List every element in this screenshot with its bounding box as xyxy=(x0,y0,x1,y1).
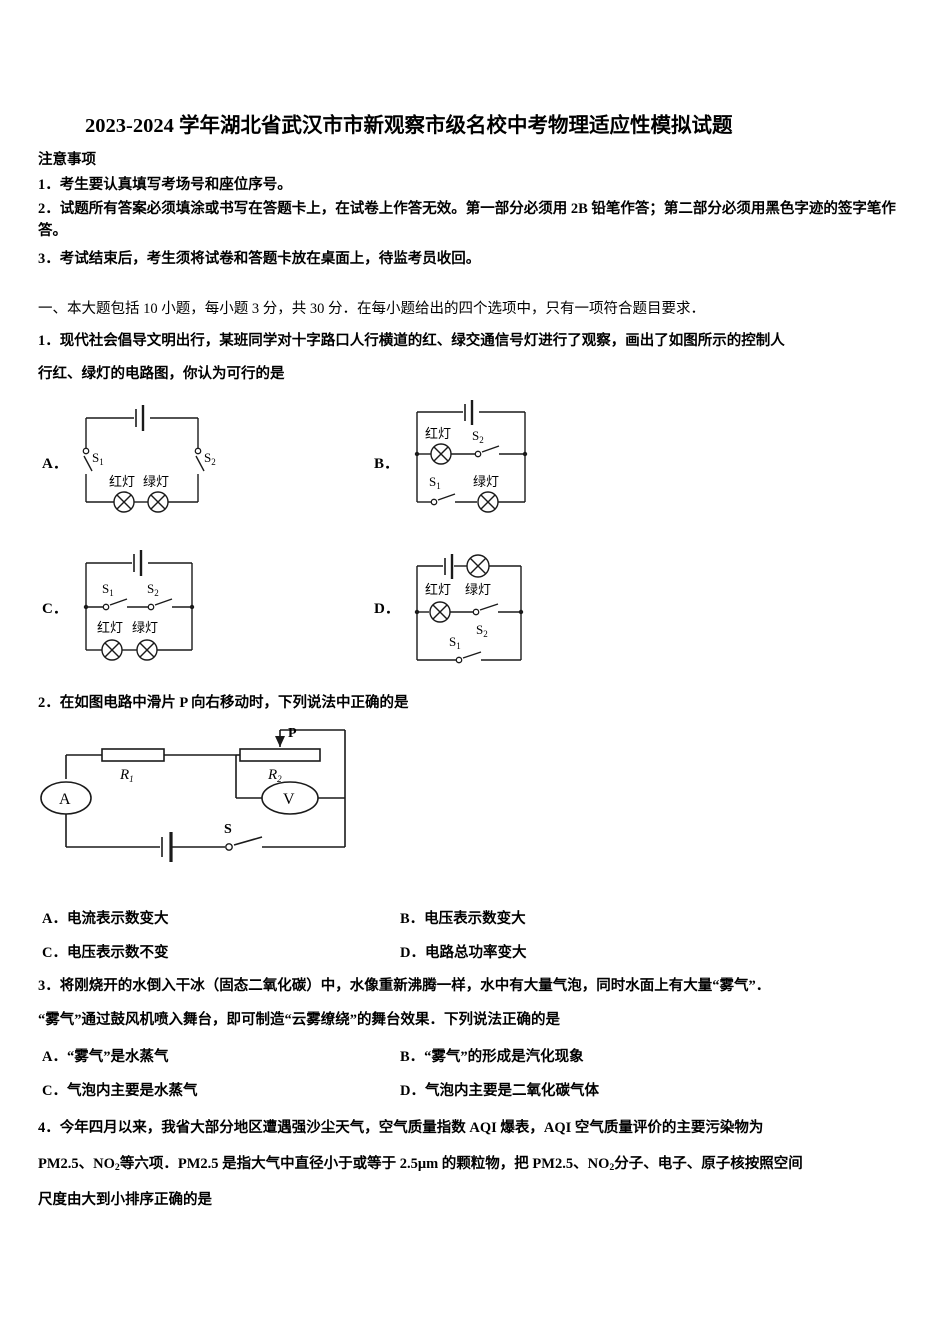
q3-opt-d-key: D． xyxy=(400,1083,425,1099)
switch-2-label-d: S2 xyxy=(476,622,488,639)
question-4-stem-line2: PM2.5、NO2等六项．PM2.5 是指大气中直径小于或等于 2.5μm 的颗… xyxy=(38,1150,928,1178)
switch-1-label-c: S1 xyxy=(102,581,114,598)
q2-opt-a-text: 电流表示数变大 xyxy=(66,911,169,927)
slider-arrow-icon xyxy=(275,736,285,747)
question-3-stem-line1: 3．将刚烧开的水倒入干冰（固态二氧化碳）中，水像重新沸腾一样，水中有大量气泡，同… xyxy=(38,978,771,994)
slider-p-label: P xyxy=(288,726,297,741)
q2-opt-d-text: 电路总功率变大 xyxy=(424,945,527,961)
switch-2-label-b: S2 xyxy=(472,428,484,445)
q4-line2-part-b: 等六项．PM2.5 是指大气中直径小于或等于 2.5μm 的颗粒物，把 PM2.… xyxy=(119,1156,610,1172)
q3-opt-d-text: 气泡内主要是二氧化碳气体 xyxy=(424,1083,599,1099)
question-1-stem-line2: 行红、绿灯的电路图，你认为可行的是 xyxy=(38,366,285,382)
red-lamp-label-a: 红灯 xyxy=(109,474,135,489)
resistor-r2-label: R2 xyxy=(267,767,282,784)
q3-opt-c-key: C． xyxy=(42,1083,67,1099)
q2-opt-a-key: A． xyxy=(42,911,67,927)
question-1-choice-c-letter[interactable]: C． xyxy=(42,601,68,617)
question-1-circuit-diagram-c: S1 S2 红灯 绿灯 xyxy=(72,550,222,670)
green-lamp-label-c: 绿灯 xyxy=(132,620,158,635)
switch-1-label-a: S1 xyxy=(92,450,104,467)
question-3-option-c[interactable]: C．气泡内主要是水蒸气 xyxy=(42,1079,197,1100)
q2-opt-b-key: B． xyxy=(400,911,425,927)
green-lamp-label-a: 绿灯 xyxy=(143,474,169,489)
q3-opt-b-text: “雾气”的形成是汽化现象 xyxy=(424,1049,584,1065)
question-1-choice-d-letter[interactable]: D． xyxy=(374,601,400,617)
question-2-option-c[interactable]: C．电压表示数不变 xyxy=(42,941,168,962)
question-3-option-a[interactable]: A．“雾气”是水蒸气 xyxy=(42,1045,168,1066)
red-lamp-label-d: 红灯 xyxy=(425,582,451,597)
q3-opt-b-key: B． xyxy=(400,1049,425,1065)
voltmeter-label: V xyxy=(283,791,295,808)
q4-line2-part-c: 分子、电子、原子核按照空间 xyxy=(614,1156,803,1172)
question-1-circuit-diagram-d: 红灯 绿灯 S2 S1 xyxy=(403,550,553,672)
resistor-r1-label: R1 xyxy=(119,767,134,784)
question-3-stem-line2: “雾气”通过鼓风机喷入舞台，即可制造“云雾缭绕”的舞台效果．下列说法正确的是 xyxy=(38,1012,560,1028)
red-lamp-label-b: 红灯 xyxy=(425,426,451,441)
question-3-option-b[interactable]: B．“雾气”的形成是汽化现象 xyxy=(400,1045,584,1066)
question-1-choice-a-letter[interactable]: A． xyxy=(42,456,68,472)
question-3-option-d[interactable]: D．气泡内主要是二氧化碳气体 xyxy=(400,1079,599,1100)
question-2-stem: 2．在如图电路中滑片 P 向右移动时，下列说法中正确的是 xyxy=(38,695,409,711)
q2-opt-c-key: C． xyxy=(42,945,67,961)
question-2-circuit-diagram: R1 R2 P A V S xyxy=(40,725,380,870)
red-lamp-label-c: 红灯 xyxy=(97,620,123,635)
question-1-stem-line1: 1．现代社会倡导文明出行，某班同学对十字路口人行横道的红、绿交通信号灯进行了观察… xyxy=(38,333,785,349)
question-1-circuit-diagram-a: S1 S2 红灯 绿灯 xyxy=(72,404,222,519)
page-title: 2023-2024 学年湖北省武汉市市新观察市级名校中考物理适应性模拟试题 xyxy=(85,115,733,137)
q2-opt-c-text: 电压表示数不变 xyxy=(66,945,169,961)
notice-heading: 注意事项 xyxy=(38,152,96,168)
question-1-choice-b-letter[interactable]: B． xyxy=(374,456,400,472)
q3-opt-c-text: 气泡内主要是水蒸气 xyxy=(66,1083,198,1099)
q2-opt-d-key: D． xyxy=(400,945,425,961)
question-2-option-a[interactable]: A．电流表示数变大 xyxy=(42,907,168,928)
switch-1-label-b: S1 xyxy=(429,474,441,491)
q4-line2-sub-2: 2 xyxy=(609,1162,615,1174)
q3-opt-a-key: A． xyxy=(42,1049,67,1065)
q2-opt-b-text: 电压表示数变大 xyxy=(424,911,526,927)
switch-1-label-d: S1 xyxy=(449,634,461,651)
notice-item-2: 2．试题所有答案必须填涂或书写在答题卡上，在试卷上作答无效。第一部分必须用 2B… xyxy=(38,201,896,240)
section-header: 一、本大题包括 10 小题，每小题 3 分，共 30 分．在每小题给出的四个选项… xyxy=(38,301,705,317)
q4-line2-part-a: PM2.5、NO xyxy=(38,1156,115,1172)
question-4-stem-line3: 尺度由大到小排序正确的是 xyxy=(38,1192,212,1208)
switch-2-label-c: S2 xyxy=(147,581,159,598)
question-4-stem-line1: 4．今年四月以来，我省大部分地区遭遇强沙尘天气，空气质量指数 AQI 爆表，AQ… xyxy=(38,1120,764,1136)
question-1-circuit-diagram-b: 红灯 S2 S1 绿灯 xyxy=(403,400,553,520)
question-2-option-d[interactable]: D．电路总功率变大 xyxy=(400,941,526,962)
ammeter-label: A xyxy=(59,791,71,808)
q3-opt-a-text: “雾气”是水蒸气 xyxy=(66,1049,169,1065)
switch-s-label: S xyxy=(224,822,232,837)
switch-2-label-a: S2 xyxy=(204,450,216,467)
notice-item-3: 3．考试结束后，考生须将试卷和答题卡放在桌面上，待监考员收回。 xyxy=(38,251,481,267)
notice-item-1: 1．考生要认真填写考场号和座位序号。 xyxy=(38,177,292,193)
green-lamp-label-b: 绿灯 xyxy=(473,474,499,489)
question-2-option-b[interactable]: B．电压表示数变大 xyxy=(400,907,526,928)
q4-line2-sub-1: 2 xyxy=(114,1162,120,1174)
green-lamp-label-d: 绿灯 xyxy=(465,582,491,597)
